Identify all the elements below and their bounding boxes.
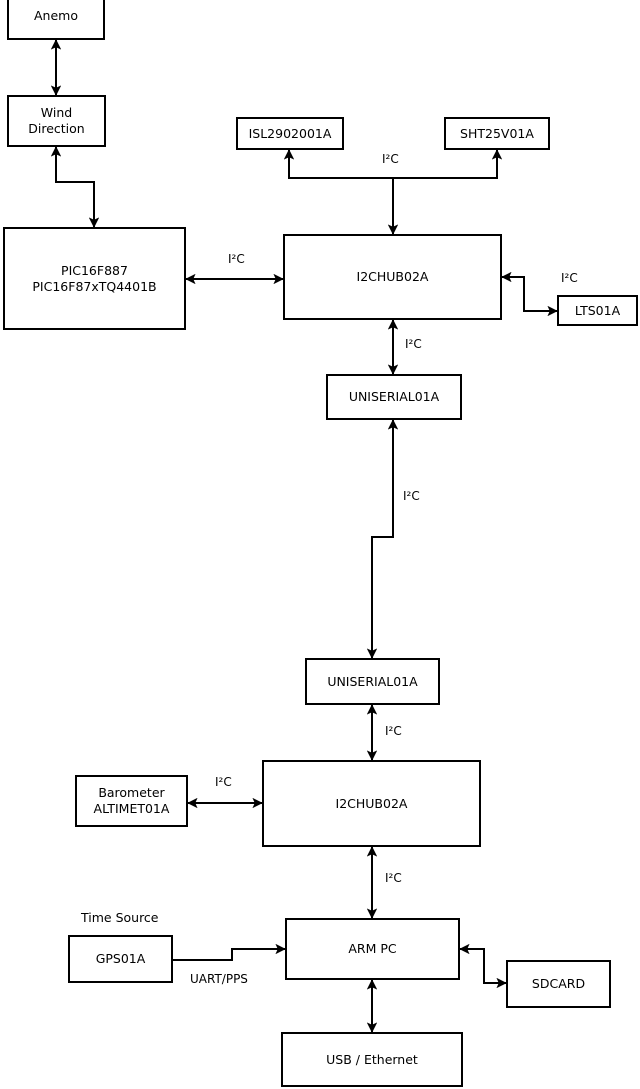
block-sht[interactable]: SHT25V01A — [444, 117, 550, 150]
block-uniserial-dn[interactable]: UNISERIAL01A — [305, 658, 440, 705]
block-barometer[interactable]: Barometer ALTIMET01A — [75, 775, 188, 827]
block-label-anemo: Anemo — [34, 8, 78, 24]
block-label-isl: ISL2902001A — [248, 125, 332, 141]
block-hub-top[interactable]: I2CHUB02A — [283, 234, 502, 320]
block-label-hub-bottom: I2CHUB02A — [335, 795, 408, 811]
block-lts[interactable]: LTS01A — [557, 295, 638, 326]
block-anemo[interactable]: Anemo — [7, 0, 105, 40]
edge-label-hub-bus: I²C — [382, 152, 399, 166]
block-label-pic: PIC16F887 PIC16F87xTQ4401B — [32, 262, 157, 294]
block-label-wind: Wind Direction — [28, 105, 85, 136]
block-label-uniserial-dn: UNISERIAL01A — [327, 673, 418, 689]
block-label-armpc: ARM PC — [348, 941, 397, 957]
block-label-sdcard: SDCARD — [531, 976, 586, 992]
block-label-uniserial-up: UNISERIAL01A — [348, 389, 440, 405]
block-usbeth[interactable]: USB / Ethernet — [281, 1032, 463, 1087]
edge-label-hub-armpc: I²C — [385, 871, 402, 885]
connector-gps-armpc — [173, 943, 286, 961]
block-sdcard[interactable]: SDCARD — [506, 960, 611, 1008]
connector-wind-pic — [50, 146, 100, 228]
block-label-barometer: Barometer ALTIMET01A — [93, 785, 170, 816]
block-hub-bottom[interactable]: I2CHUB02A — [262, 760, 481, 847]
edge-label-uniserial-link: I²C — [403, 489, 420, 503]
edge-label-lts-hub: I²C — [561, 271, 578, 285]
block-label-sht: SHT25V01A — [460, 125, 534, 141]
block-gps[interactable]: GPS01A — [68, 935, 173, 983]
edge-label-hub-uniserial-up: I²C — [405, 337, 422, 351]
edge-label-uniserial-hub-bot: I²C — [385, 724, 402, 738]
edge-label-barometer-hub: I²C — [215, 775, 232, 789]
edge-label-pic-hub: I²C — [228, 252, 245, 266]
edge-label-gps-armpc: UART/PPS — [190, 972, 248, 986]
block-pic[interactable]: PIC16F887 PIC16F87xTQ4401B — [3, 227, 186, 330]
connector-lts-hub — [501, 271, 558, 317]
annotation-time-source: Time Source — [81, 910, 159, 925]
block-armpc[interactable]: ARM PC — [285, 918, 460, 980]
connector-armpc-sdcard — [459, 943, 507, 989]
block-uniserial-up[interactable]: UNISERIAL01A — [326, 374, 462, 420]
block-label-gps: GPS01A — [95, 951, 146, 967]
block-label-hub-top: I2CHUB02A — [356, 269, 429, 285]
block-label-lts: LTS01A — [574, 302, 621, 318]
block-label-usbeth: USB / Ethernet — [326, 1051, 418, 1067]
block-isl[interactable]: ISL2902001A — [236, 117, 344, 150]
connector-uniserial-link — [366, 419, 399, 659]
block-wind[interactable]: Wind Direction — [7, 95, 106, 147]
